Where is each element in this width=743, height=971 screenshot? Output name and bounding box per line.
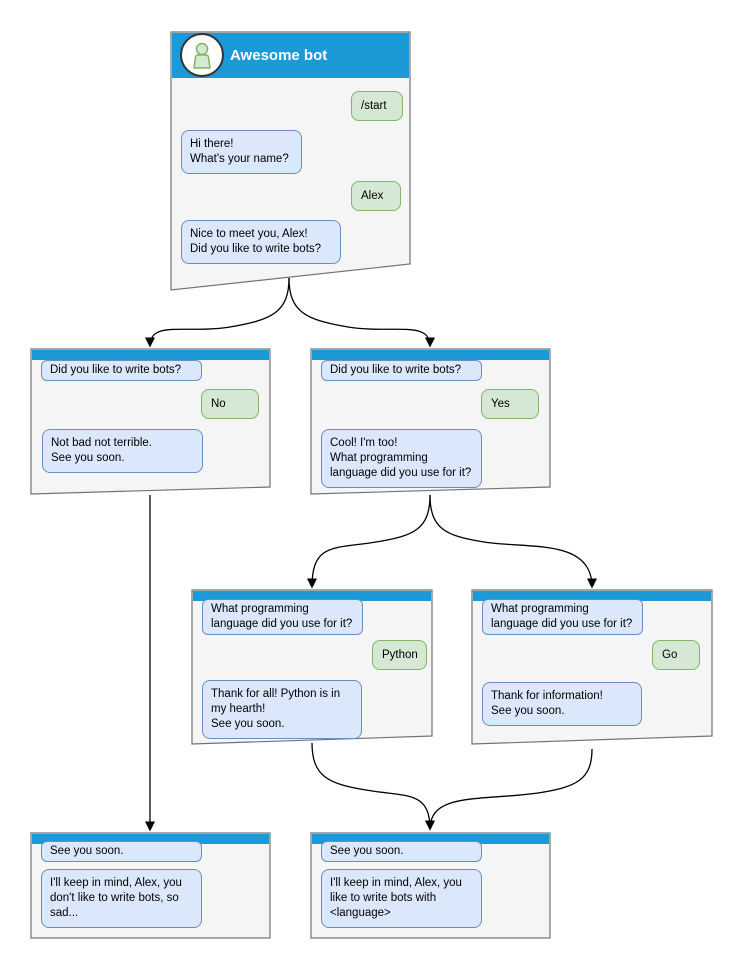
end-no-reply-bubble: I'll keep in mind, Alex, you don't like …: [41, 869, 202, 928]
python-branch-answer-bubble: Python: [372, 640, 427, 670]
go-branch-reply-bubble: Thank for information! See you soon.: [482, 682, 642, 726]
bot-avatar: [180, 33, 224, 77]
node-end-yes-header-bar: [312, 834, 549, 844]
end-no-context-bubble: See you soon.: [41, 841, 202, 862]
no-branch-reply-bubble: Not bad not terrible. See you soon.: [42, 429, 203, 473]
root-bot-greeting-bubble: Hi there! What's your name?: [181, 130, 302, 174]
connector-yes-to-go: [429, 494, 597, 589]
go-branch-context-bubble: What programming language did you use fo…: [482, 599, 643, 635]
connector-python-to-end-yes: [311, 742, 435, 831]
yes-branch-answer-bubble: Yes: [481, 389, 539, 419]
connector-root-to-no: [145, 277, 290, 348]
node-end-no-header-bar: [32, 834, 269, 844]
node-go-header-bar: [473, 591, 711, 601]
end-yes-context-bubble: See you soon.: [321, 841, 482, 862]
go-branch-answer-bubble: Go: [652, 640, 700, 670]
connector-go-to-end-yes: [425, 748, 593, 831]
root-user-start-bubble: /start: [351, 91, 403, 121]
root-user-name-bubble: Alex: [351, 181, 401, 211]
python-branch-reply-bubble: Thank for all! Python is in my hearth! S…: [202, 680, 362, 739]
python-branch-context-bubble: What programming language did you use fo…: [202, 599, 363, 635]
person-icon: [193, 42, 211, 69]
node-python-header-bar: [193, 591, 431, 601]
no-branch-answer-bubble: No: [201, 389, 259, 419]
node-no-header-bar: [32, 350, 269, 360]
root-card-title: Awesome bot: [230, 46, 328, 64]
root-bot-question-bubble: Nice to meet you, Alex! Did you like to …: [181, 220, 341, 264]
end-yes-reply-bubble: I'll keep in mind, Alex, you like to wri…: [321, 869, 482, 928]
connector-yes-to-python: [307, 494, 431, 589]
no-branch-context-bubble: Did you like to write bots?: [41, 360, 202, 381]
yes-branch-context-bubble: Did you like to write bots?: [321, 360, 482, 381]
yes-branch-reply-bubble: Cool! I'm too! What programming language…: [321, 429, 482, 488]
node-yes-header-bar: [312, 350, 549, 360]
connector-root-to-yes: [288, 277, 435, 348]
